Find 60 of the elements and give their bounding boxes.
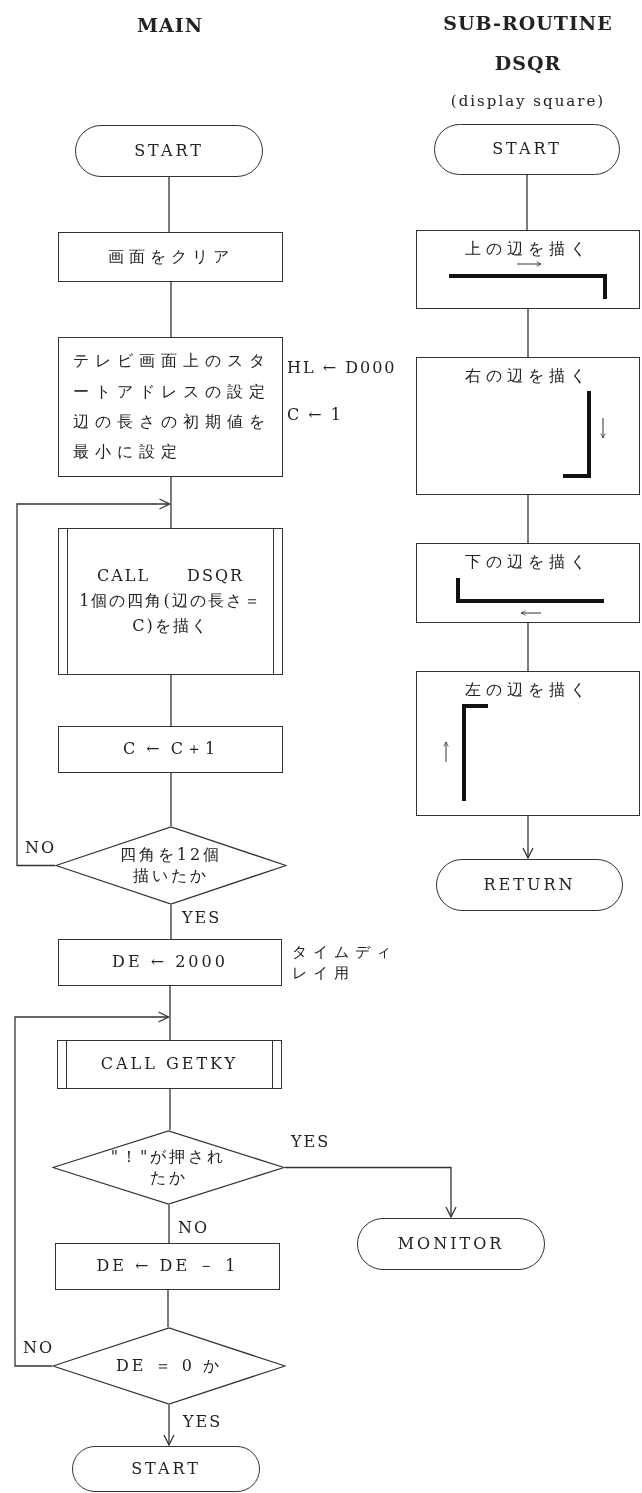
- connector-line: [170, 772, 172, 827]
- connector-line: [169, 1088, 171, 1131]
- node-text: DE ＝ 0 か: [116, 1355, 222, 1377]
- column-heading: (display square): [450, 92, 606, 110]
- arrow: [163, 1404, 175, 1446]
- column-heading: MAIN: [137, 14, 203, 36]
- side-note: C ← 1: [287, 405, 343, 424]
- arrow: [522, 815, 534, 859]
- process-box: [58, 232, 283, 282]
- node-text: 下の辺を描く: [465, 551, 591, 573]
- node-text: RETURN: [483, 873, 576, 896]
- side-note: HL ← D000: [287, 358, 397, 377]
- decision-diamond: [52, 1130, 285, 1205]
- connector-line: [169, 985, 171, 1041]
- node-text: 左の辺を描く: [465, 679, 591, 701]
- node-text: MONITOR: [397, 1232, 505, 1255]
- process-box: [55, 1243, 280, 1290]
- node-text: START: [131, 1457, 201, 1480]
- arrow: [16, 498, 171, 867]
- process-box: [58, 726, 283, 773]
- node-text: 1個の四角(辺の長さ＝C)を描く: [78, 590, 263, 637]
- connector-line: [526, 174, 528, 231]
- node-text: テレビ画面上のスタートアドレスの設定辺の長さの初期値を最小に設定: [73, 350, 272, 464]
- connector-line: [170, 904, 172, 940]
- arrow: [284, 1166, 457, 1218]
- process-box: [416, 230, 640, 309]
- subroutine-box: [58, 528, 283, 675]
- node-text: 四角を12個描いたか: [118, 844, 224, 887]
- column-heading: SUB-ROUTINE: [443, 12, 613, 34]
- connector-line: [170, 674, 172, 727]
- connector-line: [168, 1204, 170, 1244]
- column-heading: DSQR: [494, 52, 562, 74]
- connector-line: [527, 308, 529, 358]
- process-box: [416, 543, 640, 623]
- process-box: [58, 337, 283, 477]
- node-text: CALL GETKY: [100, 1053, 239, 1076]
- node-text: CALL DSQR: [96, 565, 245, 588]
- decision-diamond: [55, 826, 287, 905]
- process-box: [416, 357, 640, 495]
- node-text: C ← C＋1: [122, 738, 219, 761]
- node-text: 画面をクリア: [107, 245, 234, 268]
- node-text: 上の辺を描く: [465, 238, 591, 260]
- node-text: "！"が押されたか: [109, 1146, 228, 1189]
- decision-diamond: [52, 1327, 286, 1405]
- connector-line: [167, 1289, 169, 1328]
- connector-line: [170, 476, 172, 529]
- connector-line: [168, 176, 170, 233]
- node-text: 右の辺を描く: [465, 365, 591, 387]
- connector-line: [527, 622, 529, 672]
- connector-line: [170, 281, 172, 338]
- node-text: START: [492, 138, 562, 161]
- node-text: DE ← DE － 1: [96, 1255, 239, 1278]
- connector-line: [527, 494, 529, 544]
- subroutine-box: [57, 1040, 282, 1089]
- process-box: [58, 939, 282, 986]
- node-text: DE ← 2000: [112, 951, 228, 974]
- process-box: [416, 671, 640, 816]
- arrow: [14, 1011, 170, 1367]
- node-text: START: [134, 139, 204, 162]
- side-note: タイムディレイ用: [292, 942, 398, 984]
